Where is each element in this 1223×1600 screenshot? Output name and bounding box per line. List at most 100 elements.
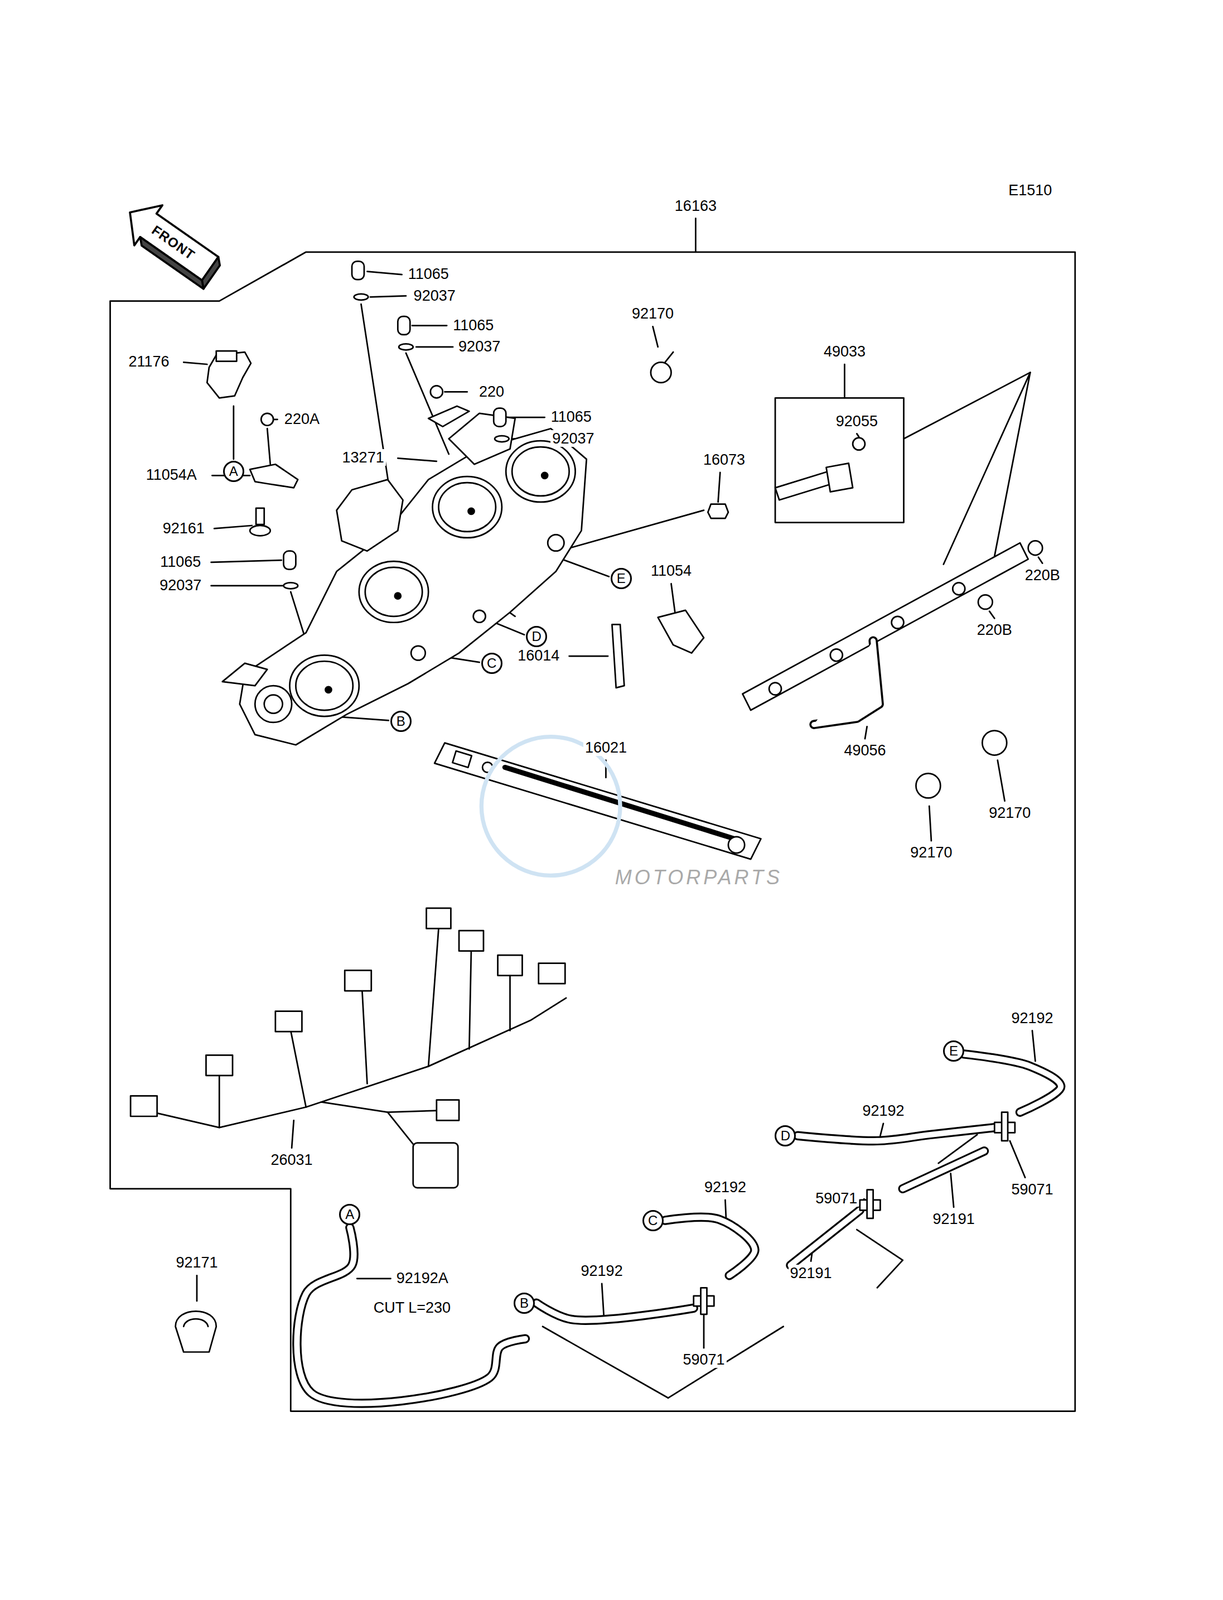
callout-text: 92170 [987,804,1033,821]
callout-number: 92037 [550,430,596,448]
throttle-body [468,508,475,515]
leader-line [405,353,449,454]
callout-text: 92170 [908,843,954,861]
sensor-and-bracket [249,525,271,536]
leader-line [718,472,721,502]
fuel-rail [658,540,1043,798]
throttle-body [547,534,564,551]
callout-number: 16021 [583,739,629,757]
shaft-assembly [452,750,472,768]
callout-text: 92170 [630,305,676,322]
callout-text: 11054 [649,562,694,579]
reference-circle: C [642,1209,664,1231]
clamp [175,1310,217,1352]
hose [963,1053,1061,1112]
reference-letter: C [486,656,497,670]
callout-text: 49056 [842,741,888,759]
hose [797,1127,995,1141]
reference-letter: A [345,1207,355,1221]
hose [902,1150,985,1189]
callout-number: 59071 [813,1190,859,1207]
watermark-logo [481,736,621,876]
callout-text: 92192 [860,1101,906,1119]
callout-number: 92192 [1009,1009,1055,1027]
hose [665,1216,756,1276]
wire-harness [413,1142,458,1188]
leader-line [211,559,282,563]
leader-line [542,1326,669,1398]
callout-number: 92192 [702,1178,748,1196]
throttle-body [359,561,429,623]
callout-number: 11065 [406,266,451,283]
callout-text: 11065 [406,265,451,283]
group-outline [110,252,1076,1411]
callout-number: 59071 [680,1351,727,1368]
throttle-body [511,446,569,496]
callout-text: 21176 [126,353,171,370]
fuel-rail [814,640,880,725]
reference-letter: B [519,1296,529,1310]
leader-line [214,525,253,529]
fuel-rail [742,542,1029,710]
callout-text: 92037 [456,337,502,355]
injector [650,351,865,519]
callout-text: 13271 [340,448,386,466]
throttle-body [222,413,587,745]
callout-number: 92192 [860,1102,906,1120]
leader-line [1009,1140,1026,1178]
throttle-body [289,654,359,717]
reference-circle: A [223,460,245,482]
hose [296,1226,526,1403]
throttle-body [473,610,486,623]
leader-line [232,405,235,459]
callout-number: 92170 [987,804,1033,822]
wire-harness [290,1030,306,1107]
reference-letter: D [531,629,541,644]
throttle-body [505,440,575,502]
hose [665,1216,756,1276]
hose-fitting [867,1189,874,1218]
injector [665,351,674,362]
fuel-rail [952,582,965,595]
reference-letter: A [229,464,239,478]
callout-text: 59071 [680,1350,727,1368]
leader-line [880,1123,883,1136]
callout-text: 92192 [1009,1009,1055,1027]
group-outline [110,252,1076,1411]
wire-harness [361,989,367,1084]
caps-and-washers [397,316,410,335]
leader-line [856,1229,903,1260]
wire-harness [205,1054,233,1076]
leader-line [444,390,467,393]
hose [536,1302,694,1321]
callout-number: 92171 [173,1254,220,1271]
callout-number: 220B [1023,567,1062,584]
leader-line [856,433,859,437]
throttle-body [336,479,404,551]
callout-text: 220A [282,410,322,428]
sensor-and-bracket [260,413,274,426]
caps-and-washers [351,260,365,280]
injector [852,437,865,451]
leader-line [1032,1030,1036,1061]
callout-text: 11054A [144,466,199,483]
wire-harness [426,907,452,929]
leader-line [929,805,932,841]
callout-text: 92191 [931,1210,977,1227]
callout-number: 92161 [161,520,207,538]
leader-line [843,364,846,398]
callout-text: 16163 [673,197,719,215]
callout-number: 11065 [549,408,594,426]
callout-number: 59071 [1009,1181,1055,1198]
leader-line [196,1274,198,1301]
leader-line [670,583,675,615]
callout-text: E1510 [1006,181,1054,199]
callout-number: 92170 [630,305,676,323]
watermark-logo [481,736,621,876]
sensor-and-bracket [255,508,265,525]
reference-letter: E [949,1043,959,1058]
callout-text: 220 [477,383,506,400]
wire-harness [469,948,472,1049]
throttle-body [365,567,423,617]
